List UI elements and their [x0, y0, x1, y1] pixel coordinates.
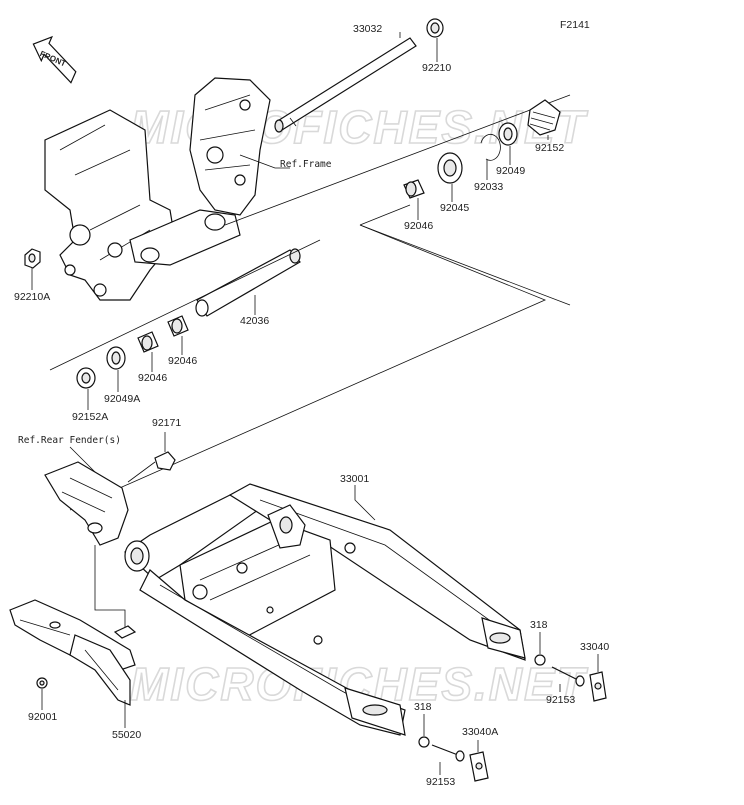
part-92171-label: 92171: [152, 417, 181, 429]
bearing-92046-b: [167, 315, 189, 337]
front-arrow-icon: FRONT: [32, 35, 77, 84]
frame-right-plate: [189, 77, 271, 216]
pivot-shaft: [274, 37, 417, 133]
part-92210-label: 92210: [422, 62, 451, 74]
bolt-92153-a: [551, 666, 585, 687]
rear-fender-piece: [44, 461, 129, 546]
adjuster-33040A: [469, 751, 489, 782]
part-92045-label: 92045: [440, 202, 469, 214]
ref-frame-label: Ref.Frame: [280, 159, 332, 170]
part-33040-label: 33040: [580, 641, 609, 653]
seal-92049A: [106, 346, 126, 370]
part-92046-b-label: 92046: [168, 355, 197, 367]
bearing-92046-top: [403, 179, 425, 199]
bearing-92046-c: [137, 331, 159, 353]
part-92001-label: 92001: [28, 711, 57, 723]
collar-92152: [527, 99, 561, 136]
part-92033-label: 92033: [474, 181, 503, 193]
bolt-92153-b: [431, 744, 465, 762]
part-33032-label: 33032: [353, 23, 382, 35]
part-92152-label: 92152: [535, 142, 564, 154]
part-33001-label: 33001: [340, 473, 369, 485]
bearing-92045: [437, 152, 463, 184]
diagram-code: F2141: [560, 19, 590, 31]
collar-318-b: [418, 736, 430, 748]
ref-rear-fender-label: Ref.Rear Fender(s): [18, 435, 121, 446]
bolt-92001: [36, 677, 48, 689]
part-92153-a-label: 92153: [546, 694, 575, 706]
nut-92210A: [24, 248, 41, 269]
adjuster-33040: [589, 671, 607, 702]
part-92049-label: 92049: [496, 165, 525, 177]
part-33040A-label: 33040A: [462, 726, 498, 738]
circlip-92033: [480, 133, 501, 161]
swingarm-33001: [124, 483, 526, 736]
sleeve-42036: [195, 248, 301, 317]
part-92210A-label: 92210A: [14, 291, 50, 303]
collar-318-a: [534, 654, 546, 666]
clip-92171: [154, 451, 176, 471]
nut-92210: [426, 18, 444, 38]
chain-guard-55020: [9, 599, 137, 706]
part-92153-b-label: 92153: [426, 776, 455, 788]
part-92046-top-label: 92046: [404, 220, 433, 232]
part-92049A-label: 92049A: [104, 393, 140, 405]
part-92152A-label: 92152A: [72, 411, 108, 423]
collar-92152A: [76, 367, 96, 389]
part-42036-label: 42036: [240, 315, 269, 327]
part-318-b-label: 318: [414, 701, 432, 713]
part-318-a-label: 318: [530, 619, 548, 631]
seal-92049: [498, 122, 518, 146]
part-92046-c-label: 92046: [138, 372, 167, 384]
frame-cross-tube: [129, 209, 241, 266]
part-55020-label: 55020: [112, 729, 141, 741]
